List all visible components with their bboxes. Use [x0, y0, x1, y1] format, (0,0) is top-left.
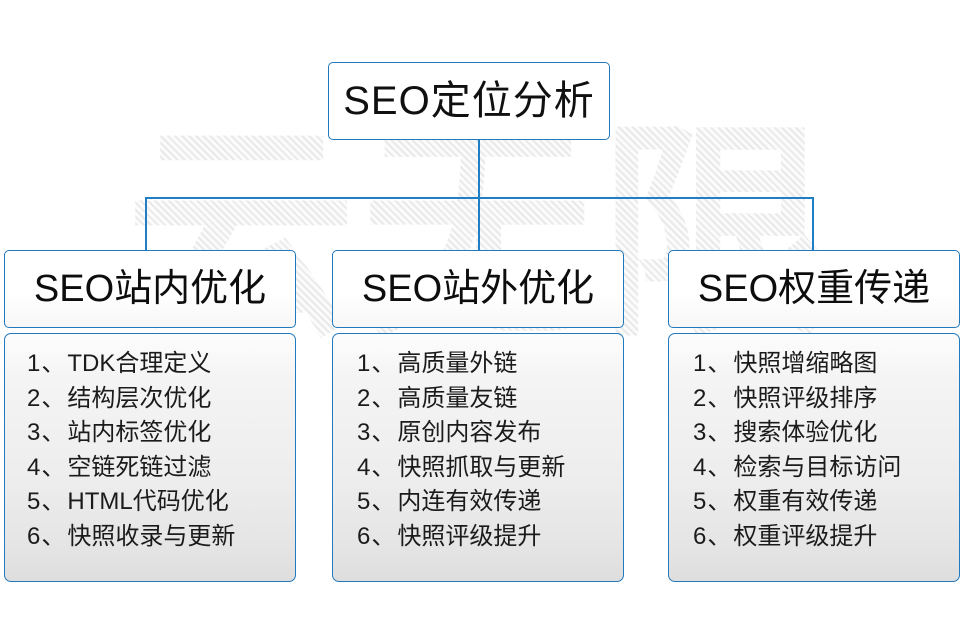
item-separator: 、: [707, 453, 732, 481]
item-text: 检索与目标访问: [733, 453, 902, 481]
connector-root-trunk: [478, 140, 480, 199]
item-text: 结构层次优化: [67, 384, 212, 412]
item-text: HTML代码优化: [67, 488, 229, 515]
item-text: 高质量外链: [397, 350, 518, 377]
item-number: 5: [357, 488, 371, 515]
list-item: 2 、 高质量友链: [357, 382, 623, 417]
item-text: 空链死链过滤: [67, 453, 212, 481]
item-number: 4: [693, 453, 707, 481]
branch-column-1: SEO站内优化 1 、 TDK合理定义 2 、 结构层次优化 3 、 站内标签优…: [4, 250, 296, 582]
list-item: 6 、 权重评级提升: [693, 520, 959, 555]
list-item: 1 、 高质量外链: [357, 347, 623, 382]
list-item: 2 、 结构层次优化: [27, 382, 295, 417]
branch-body-2: 1 、 高质量外链 2 、 高质量友链 3 、 原创内容发布 4 、 快: [332, 333, 624, 582]
item-separator: 、: [707, 488, 732, 515]
item-text: 内连有效传递: [397, 488, 542, 515]
list-item: 3 、 站内标签优化: [27, 416, 295, 451]
item-separator: 、: [707, 419, 732, 446]
list-item: 6 、 快照评级提升: [357, 520, 623, 555]
item-number: 1: [27, 350, 41, 377]
connector-drop-left: [145, 197, 147, 251]
list-item: 4 、 快照抓取与更新: [357, 451, 623, 486]
item-separator: 、: [41, 453, 66, 481]
item-number: 4: [357, 453, 371, 481]
item-separator: 、: [41, 350, 66, 377]
item-number: 2: [357, 384, 371, 412]
list-item: 1 、 快照增缩略图: [693, 347, 959, 382]
item-separator: 、: [41, 384, 66, 412]
item-number: 1: [357, 350, 371, 377]
list-item: 6 、 快照收录与更新: [27, 520, 295, 555]
item-number: 6: [357, 522, 371, 550]
item-number: 6: [693, 522, 707, 550]
item-number: 2: [27, 384, 41, 412]
item-number: 5: [27, 488, 41, 515]
item-separator: 、: [41, 522, 66, 550]
item-list-3: 1 、 快照增缩略图 2 、 快照评级排序 3 、 搜索体验优化 4 、: [669, 347, 959, 554]
item-separator: 、: [707, 350, 732, 377]
item-number: 2: [693, 384, 707, 412]
branch-header-3[interactable]: SEO权重传递: [668, 250, 960, 328]
item-number: 1: [693, 350, 707, 377]
list-item: 2 、 快照评级排序: [693, 382, 959, 417]
item-separator: 、: [371, 419, 396, 446]
list-item: 1 、 TDK合理定义: [27, 347, 295, 382]
item-text: 权重评级提升: [733, 522, 878, 550]
item-number: 6: [27, 522, 41, 550]
item-text: 高质量友链: [397, 384, 518, 412]
item-separator: 、: [707, 384, 732, 412]
item-number: 3: [693, 419, 707, 446]
item-number: 4: [27, 453, 41, 481]
item-separator: 、: [41, 419, 66, 446]
connector-drop-right: [812, 197, 814, 251]
list-item: 4 、 检索与目标访问: [693, 451, 959, 486]
branch-header-2[interactable]: SEO站外优化: [332, 250, 624, 328]
connector-drop-center: [478, 197, 480, 251]
item-separator: 、: [371, 350, 396, 377]
item-separator: 、: [41, 488, 66, 515]
item-number: 5: [693, 488, 707, 515]
root-node[interactable]: SEO定位分析: [328, 62, 610, 140]
item-separator: 、: [371, 384, 396, 412]
item-number: 3: [357, 419, 371, 446]
branch-header-label-2: SEO站外优化: [361, 268, 595, 310]
branch-header-1[interactable]: SEO站内优化: [4, 250, 296, 328]
item-number: 3: [27, 419, 41, 446]
branch-header-label-1: SEO站内优化: [33, 268, 267, 310]
item-separator: 、: [371, 488, 396, 515]
list-item: 4 、 空链死链过滤: [27, 451, 295, 486]
list-item: 3 、 搜索体验优化: [693, 416, 959, 451]
list-item: 5 、 HTML代码优化: [27, 485, 295, 520]
item-list-2: 1 、 高质量外链 2 、 高质量友链 3 、 原创内容发布 4 、 快: [333, 347, 623, 554]
item-text: 快照抓取与更新: [397, 453, 566, 481]
item-text: 快照评级排序: [733, 384, 878, 412]
item-separator: 、: [371, 522, 396, 550]
branch-header-label-3: SEO权重传递: [697, 268, 931, 310]
branch-body-3: 1 、 快照增缩略图 2 、 快照评级排序 3 、 搜索体验优化 4 、: [668, 333, 960, 582]
item-text: 快照收录与更新: [67, 522, 236, 550]
item-text: 站内标签优化: [67, 419, 212, 446]
item-list-1: 1 、 TDK合理定义 2 、 结构层次优化 3 、 站内标签优化 4 、: [5, 347, 295, 554]
item-text: 原创内容发布: [397, 419, 542, 446]
root-node-label: SEO定位分析: [343, 79, 595, 123]
list-item: 3 、 原创内容发布: [357, 416, 623, 451]
item-text: TDK合理定义: [67, 350, 212, 377]
item-text: 快照增缩略图: [733, 350, 878, 377]
branch-column-3: SEO权重传递 1 、 快照增缩略图 2 、 快照评级排序 3 、 搜索体验优化: [668, 250, 960, 582]
branch-column-2: SEO站外优化 1 、 高质量外链 2 、 高质量友链 3 、 原创内容发布: [332, 250, 624, 582]
item-separator: 、: [707, 522, 732, 550]
item-text: 权重有效传递: [733, 488, 878, 515]
list-item: 5 、 内连有效传递: [357, 485, 623, 520]
item-text: 快照评级提升: [397, 522, 542, 550]
list-item: 5 、 权重有效传递: [693, 485, 959, 520]
item-separator: 、: [371, 453, 396, 481]
item-text: 搜索体验优化: [733, 419, 878, 446]
branch-body-1: 1 、 TDK合理定义 2 、 结构层次优化 3 、 站内标签优化 4 、: [4, 333, 296, 582]
